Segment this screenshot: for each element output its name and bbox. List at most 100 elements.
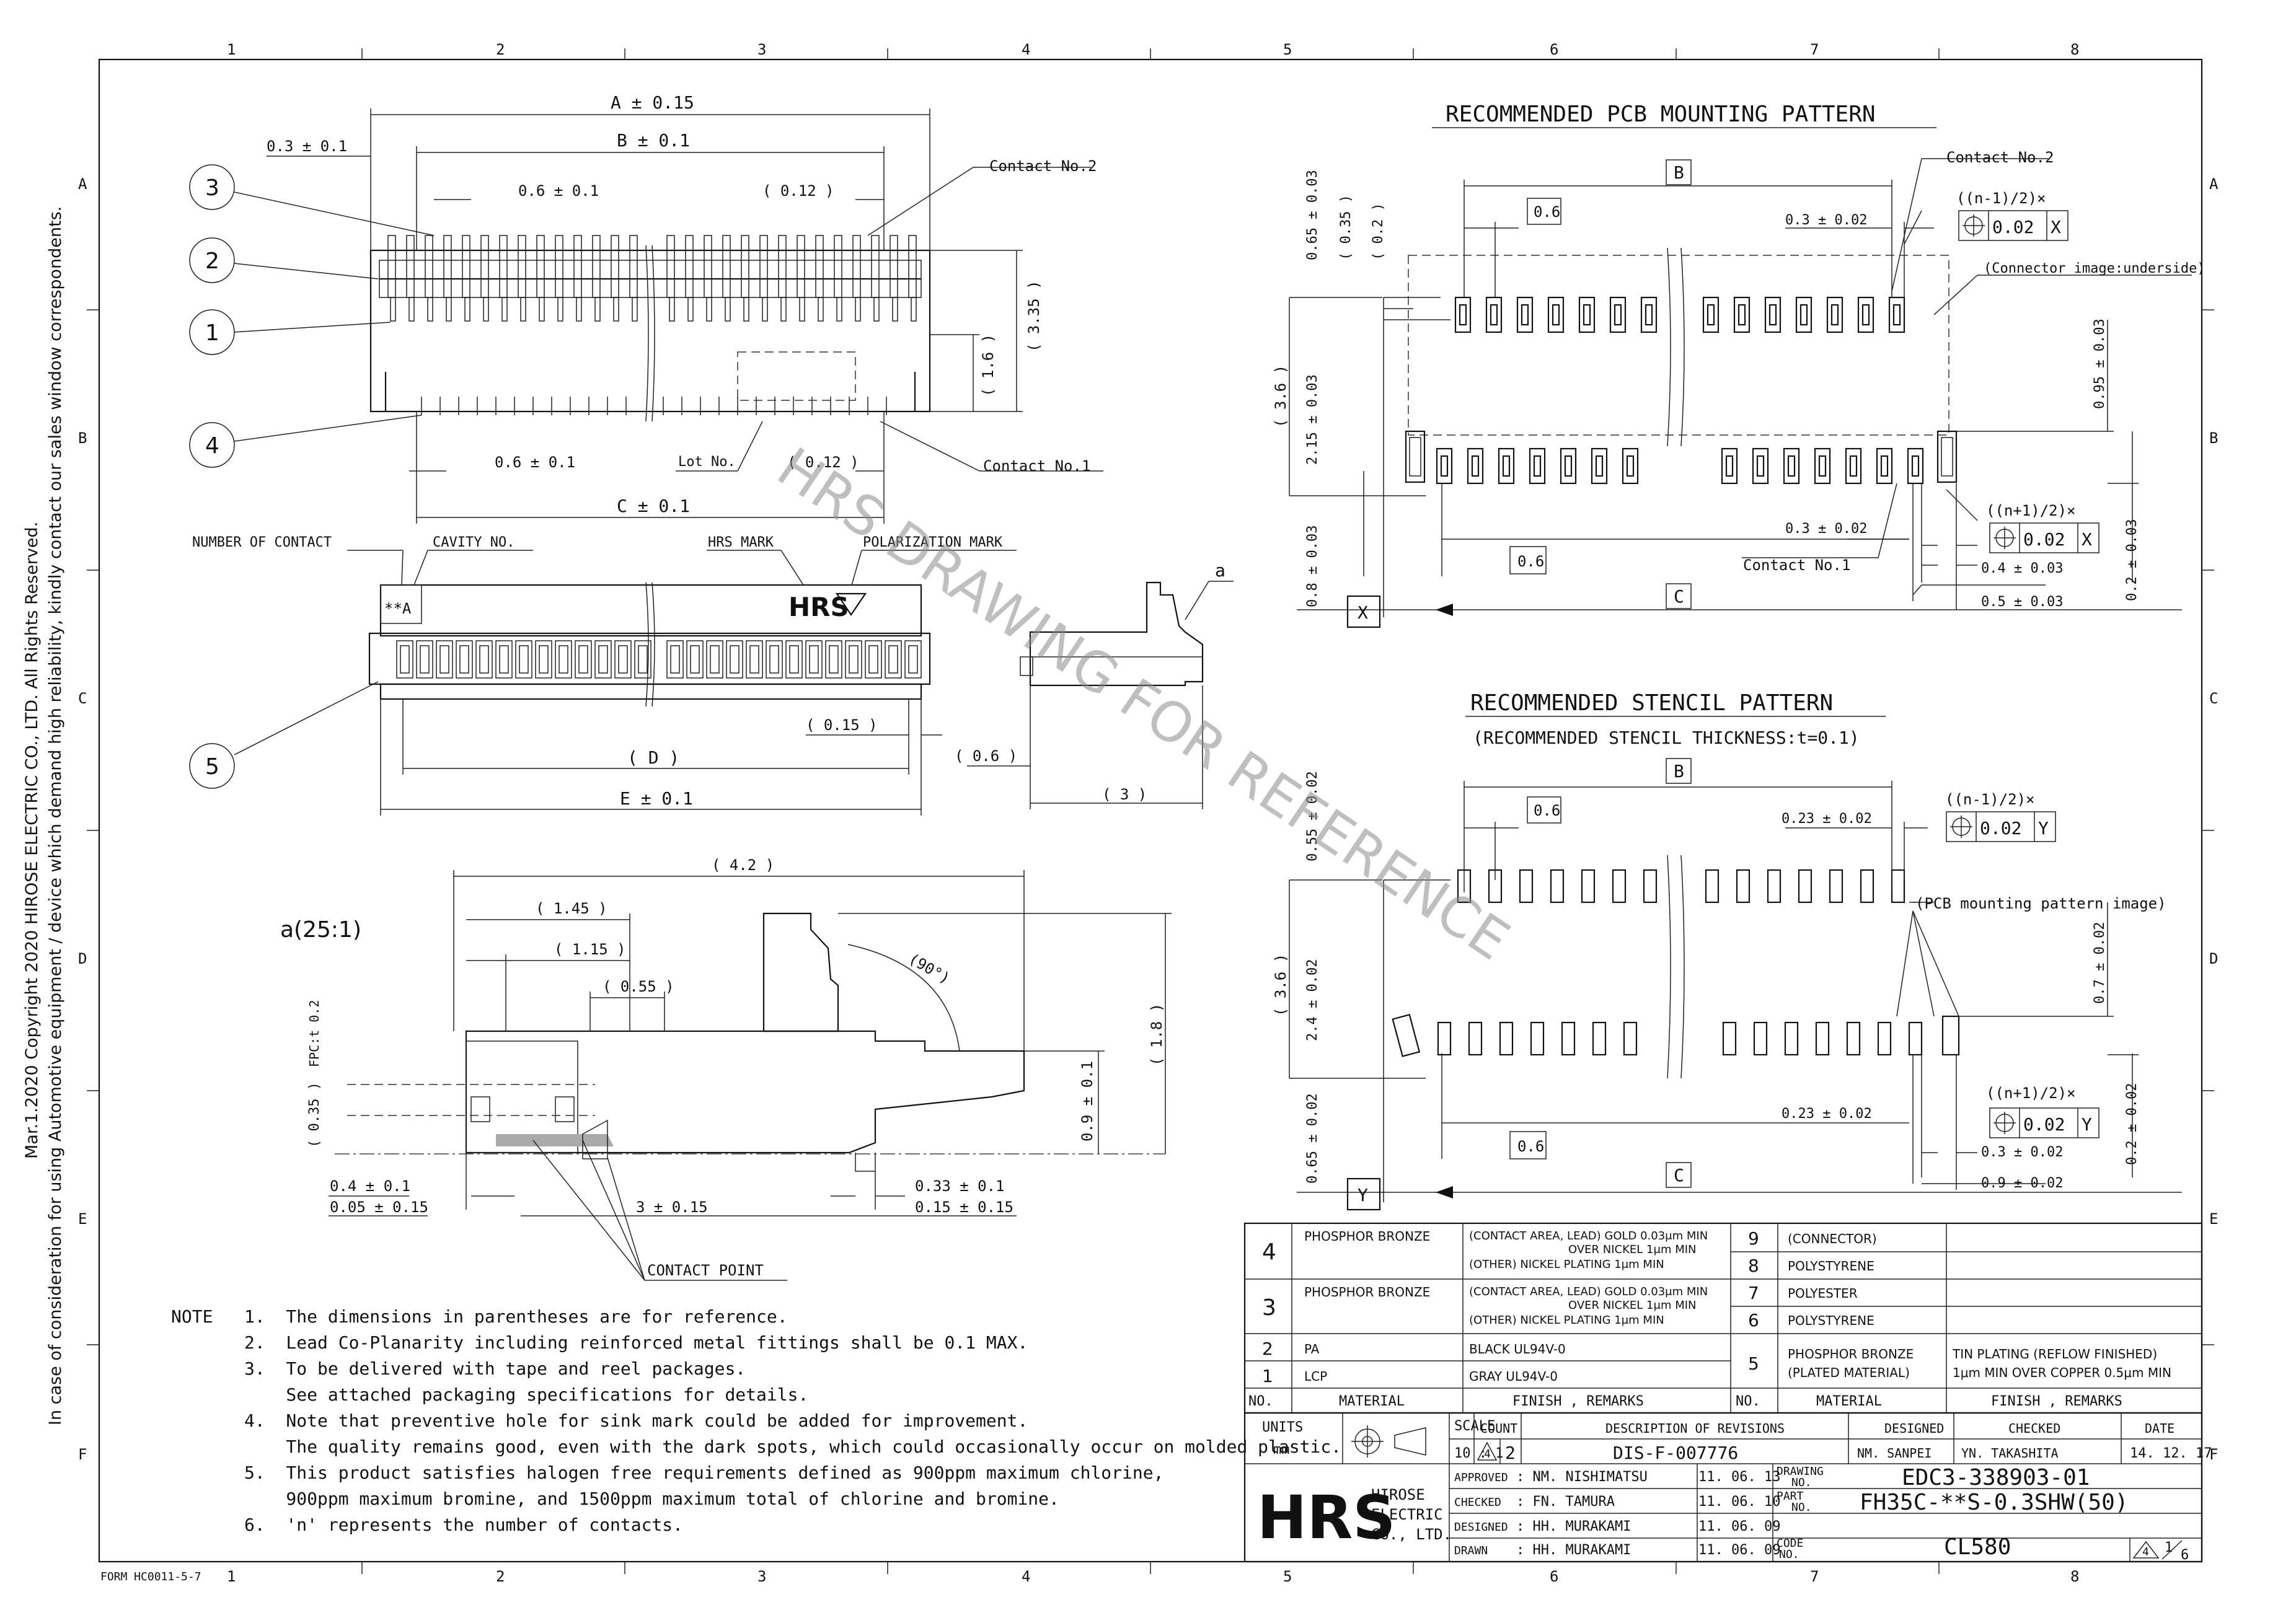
approval-role: DESIGNED [1454,1521,1508,1534]
ref-115: ( 1.15 ) [554,941,626,958]
scale-label: SCALE [1454,1418,1495,1434]
box-06-bot-label: 0.6 [1517,553,1544,570]
row-label: A [2209,175,2219,193]
pcb-pad [1560,447,1577,485]
stencil-aperture [1798,869,1813,904]
rev-triangle-icon [1477,1441,1498,1461]
pcb-pad [1907,447,1924,485]
balloon-5: 5 [189,743,235,789]
drawing-no-label: NO. [1791,1476,1812,1489]
dim-pitch-bottom: 0.6 ± 0.1 [495,454,575,471]
note-line: 5. This product satisfies halogen free r… [244,1462,1163,1483]
contact-lead [873,297,880,322]
contact-lead [408,297,415,322]
pcb-pad-inner [1440,455,1449,477]
checked-label: CHECKED [2008,1421,2060,1436]
checked-value: YN. TAKASHITA [1961,1446,2059,1461]
contact-lead [908,235,917,298]
pcb-pad [1609,296,1627,333]
stencil-aperture [1908,1021,1923,1056]
approval-role: DRAWN [1454,1544,1488,1557]
col-label: 7 [1810,1568,1819,1585]
contact-lead [704,235,712,298]
angle-90: (90°) [906,950,953,987]
cavity-cell [885,640,902,679]
dim-d: ( D ) [627,747,679,768]
ref-055: ( 0.55 ) [603,978,674,995]
cavity-cell [495,640,513,679]
pcb-pad [1547,296,1565,333]
bom-finish: OVER NICKEL 1μm MIN [1568,1299,1697,1312]
note-line: 900ppm maximum bromine, and 1500ppm maxi… [244,1489,1059,1509]
stencil-aperture [1877,1021,1892,1056]
balloon-2: 2 [189,237,379,283]
dim-09: 0.9 ± 0.1 [1079,1061,1096,1141]
label-a: a [1215,560,1225,581]
company-name: ELECTRIC [1371,1506,1443,1523]
sheet-rev-triangle-icon [2132,1541,2160,1559]
company-name: HIROSE [1371,1486,1425,1503]
bom-no: 5 [1748,1353,1759,1374]
stencil-d023-top: 0.23 ± 0.02 [1782,811,1872,827]
contact-lead [539,297,545,322]
stencil-aperture [1612,869,1627,904]
stencil-tol-np1: ((n+1)/2)× [1986,1084,2076,1102]
pcb-pad-inner [1880,455,1889,477]
bom-material: LCP [1304,1369,1327,1384]
bom-material: (PLATED MATERIAL) [1788,1365,1910,1380]
bom-material: (CONNECTOR) [1788,1231,1877,1246]
bom-finish: (CONTACT AREA, LEAD) GOLD 0.03μm MIN [1469,1229,1708,1243]
col-label: 2 [496,1568,505,1585]
tol-value: 0.02 [1980,818,2021,838]
cavity-contact [868,645,878,674]
cavity-contact [849,645,859,674]
bom-material: POLYSTYRENE [1788,1259,1874,1273]
detail-title: a(25:1) [280,917,361,943]
label-polarization-mark: POLARIZATION MARK [863,535,1003,550]
bom-no: 8 [1748,1256,1759,1276]
cavity-cell [666,640,684,679]
cavity-cell [865,640,882,679]
pcb-pad [1498,447,1515,485]
dim-b: B ± 0.1 [617,130,690,151]
label-number-of-contact: NUMBER OF CONTACT [192,535,332,550]
cavity-cell [634,640,651,679]
stencil-aperture [1499,1021,1514,1056]
bom-no: 4 [1262,1239,1276,1265]
svg-text:1: 1 [205,320,219,346]
row-label: E [78,1210,87,1228]
contact-lead [427,297,433,322]
contact-lead [573,235,582,298]
stencil-d02: 0.2 ± 0.02 [2124,1083,2140,1165]
pcb-pad [1783,447,1800,485]
pcb-pad [1721,447,1738,485]
contact-lead [555,235,563,298]
cavity-cell [845,640,862,679]
designed-label: DESIGNED [1884,1421,1944,1436]
box-b [1666,159,1692,185]
approval-name: : FN. TAMURA [1516,1494,1615,1510]
row-label: B [78,429,87,447]
sheet-border: 1 2 3 4 5 6 7 8 1 2 3 4 5 6 7 8 A B C D … [78,41,2219,1585]
ref-335: ( 3.35 ) [1025,280,1043,352]
cavity-cell [436,640,453,679]
pcb-pad [1640,296,1658,333]
contact-lead [518,235,526,298]
approval-role: APPROVED [1454,1471,1508,1484]
pcb-pad [1702,296,1720,333]
ref-16: ( 1.6 ) [979,334,997,397]
note-line: 3. To be delivered with tape and reel pa… [244,1358,746,1379]
pcb-pad [1436,447,1453,485]
tol-datum: Y [2082,1114,2092,1135]
pcb-pad [1752,447,1769,485]
cavity-cell [575,640,592,679]
pcb-pad-inner [1861,304,1870,326]
contact-lead [762,297,768,322]
fpc-thickness: FPC:t 0.2 [307,1000,322,1067]
cavity-cell [825,640,842,679]
stencil-aperture [1829,869,1843,904]
balloon-4: 4 [189,415,422,468]
datum-x-label: X [1358,602,1368,623]
box-06-top-label: 0.6 [1534,203,1560,221]
stencil-aperture [1643,869,1658,904]
